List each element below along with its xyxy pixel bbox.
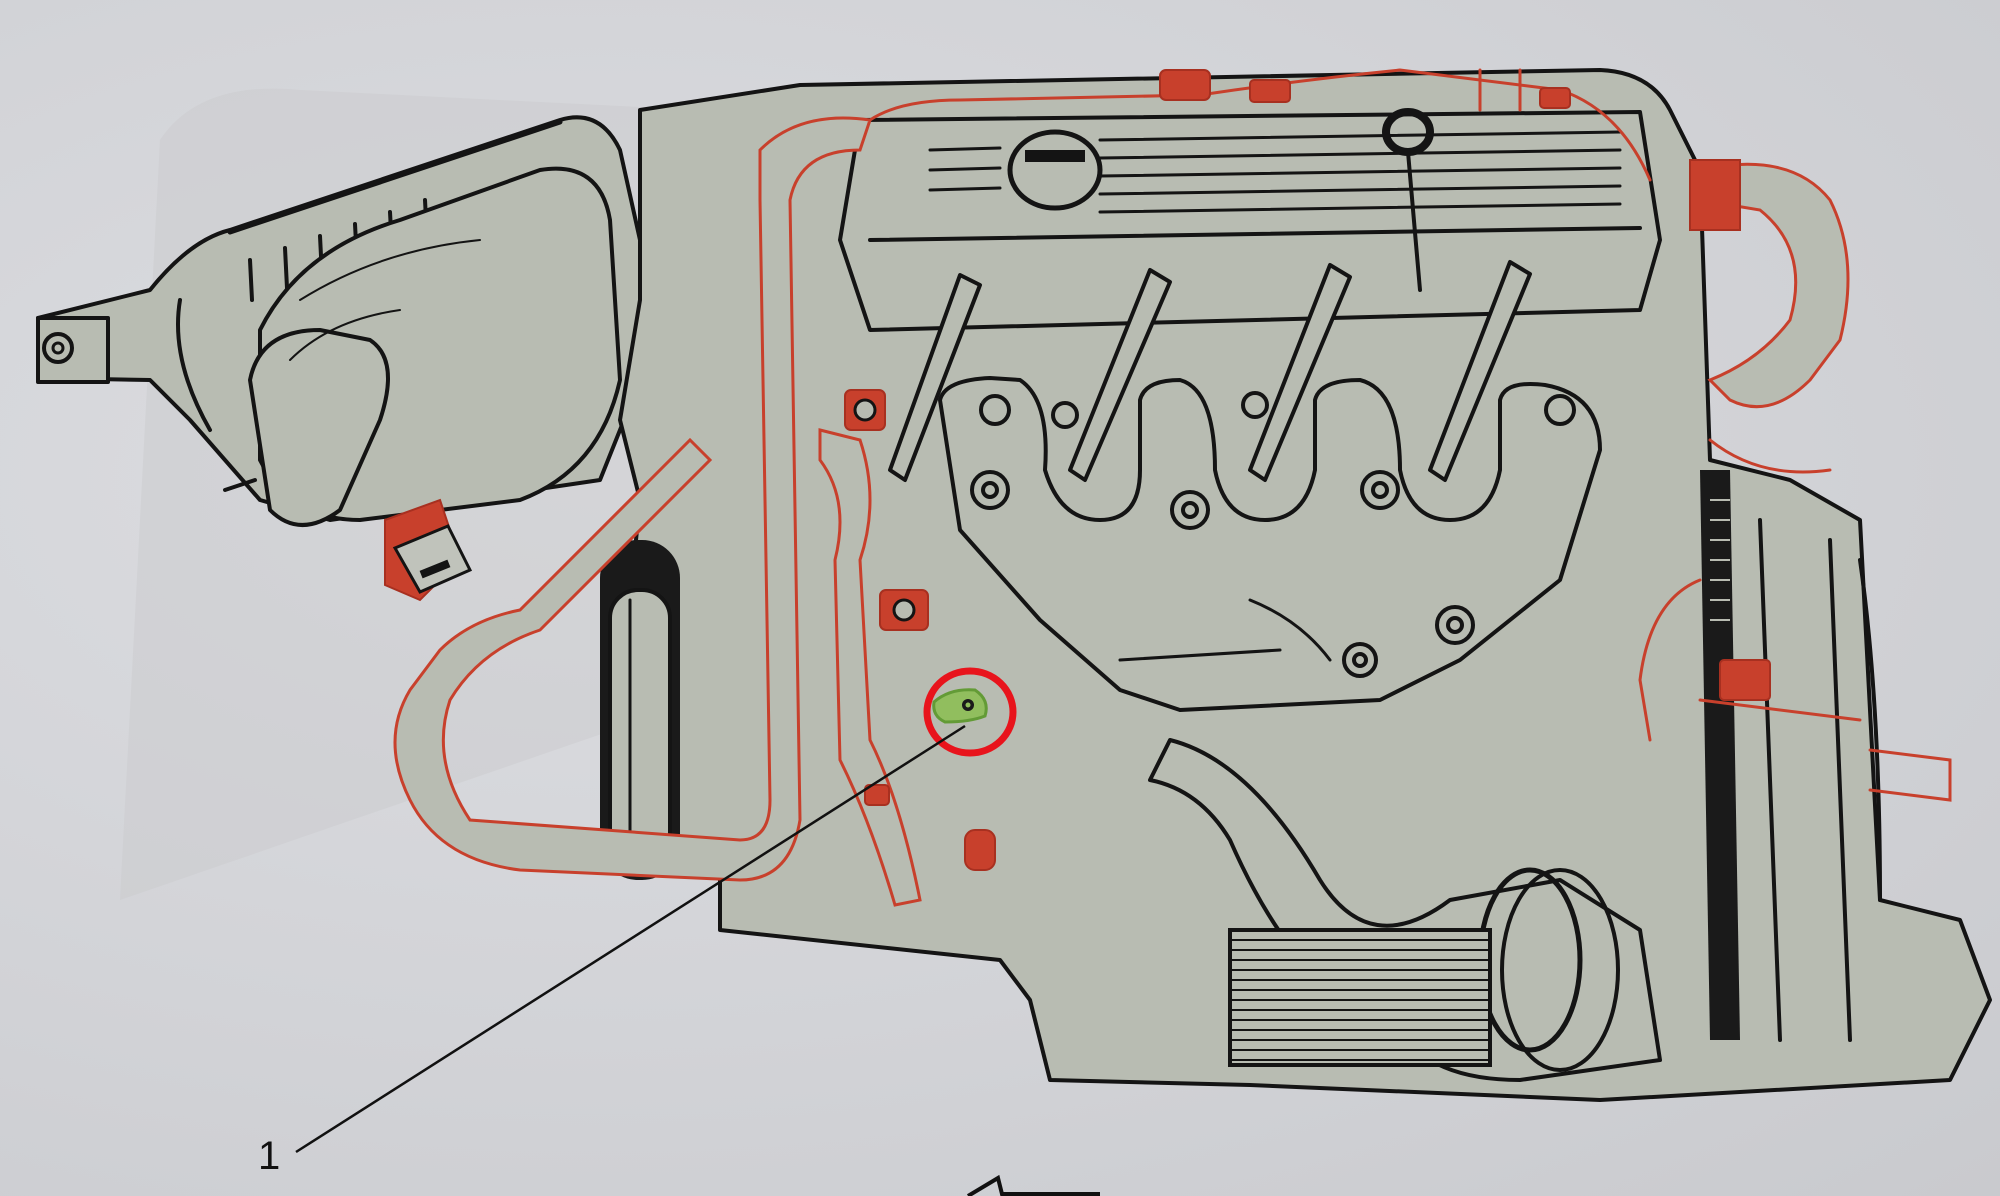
exhaust-pipe — [1148, 738, 1662, 1082]
exhaust-manifold — [938, 376, 1602, 712]
flywheel — [1700, 470, 1882, 1042]
hand-drawn-circle-annotation — [923, 667, 1017, 757]
intake-air-duct — [223, 166, 622, 527]
callout-number-1: 1 — [258, 1134, 281, 1178]
crankshaft-pulley — [600, 540, 680, 880]
highlighted-sensor-bracket — [932, 688, 988, 724]
harness-connector — [392, 524, 473, 594]
direction-arrow-icon — [966, 1174, 1100, 1196]
valve-cover — [838, 108, 1662, 332]
wiring-harness — [384, 68, 1952, 907]
callout-leader-line — [295, 724, 966, 1154]
oil-cap-icon — [1007, 129, 1103, 211]
oil-cooler — [1228, 928, 1492, 1067]
spark-plug-wires — [888, 260, 1532, 482]
